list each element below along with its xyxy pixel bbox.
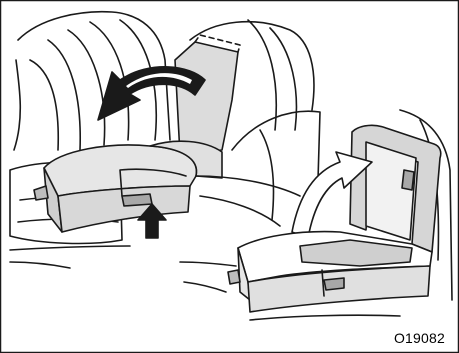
left-right-cushion (196, 176, 300, 226)
left-seatback-side (14, 60, 20, 150)
left-scene (10, 12, 314, 268)
right-scene-cushion-line-2 (184, 282, 226, 292)
right-scene-cushion-line-1 (180, 262, 236, 266)
left-seatback-seam-1 (30, 60, 58, 150)
left-floor-line-2 (10, 262, 70, 268)
armrest-base-hinge-tab (228, 270, 240, 284)
armrest-latch (122, 194, 152, 206)
armrest-side (58, 186, 190, 232)
right-scene-floor-line (250, 315, 400, 320)
armrest-base-latch (324, 278, 344, 290)
lid-latch-clip (402, 170, 414, 190)
figure-code-label: O19082 (394, 330, 445, 346)
right-seatback-seam-1 (248, 20, 276, 130)
left-seatback-seam-2 (48, 40, 80, 150)
lid-open-inner (366, 142, 416, 240)
armrest-stowed-slot (175, 42, 238, 155)
left-floor-line-1 (10, 246, 130, 250)
right-scene-seatback-left-seam (260, 130, 274, 220)
left-seatback-seam-3 (68, 30, 105, 145)
